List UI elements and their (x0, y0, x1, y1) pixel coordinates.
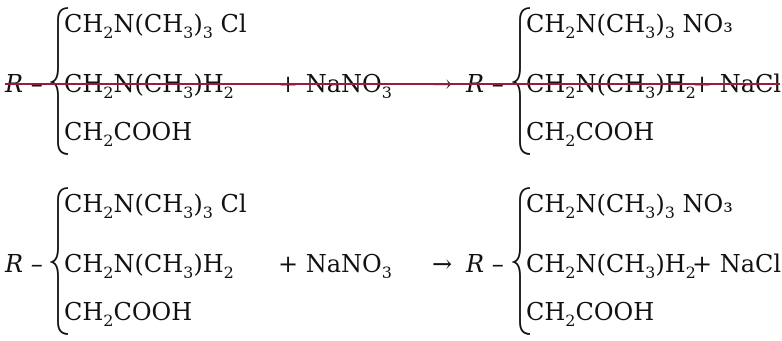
reagent-label: + NaNO3 (278, 250, 392, 282)
right-brace-icon (512, 187, 531, 335)
lhs-row-2: CH2N(CH3)H2 (64, 70, 234, 102)
reaction-arrow: → (432, 250, 453, 278)
right-brace-icon (512, 7, 531, 155)
lhs-row-1: CH2N(CH3)3 Cl (64, 10, 247, 42)
lhs-row-1: CH2N(CH3)3 Cl (64, 190, 247, 222)
lhs-row-3: CH2COOH (64, 298, 193, 330)
left-brace-icon (50, 187, 69, 335)
rhs-prefix: R – (466, 250, 504, 278)
rhs-row-2: CH2N(CH3)H2 (526, 70, 696, 102)
rhs-row-1: CH2N(CH3)3 NO₃ (526, 10, 733, 42)
strikethrough-line (5, 83, 780, 85)
equation-clean: R – CH2N(CH3)3 Cl CH2N(CH3)H2 CH2COOH + … (0, 180, 782, 340)
reagent-label: + NaNO3 (278, 70, 392, 102)
lhs-row-2: CH2N(CH3)H2 (64, 250, 234, 282)
lhs-row-3: CH2COOH (64, 118, 193, 150)
rhs-row-1: CH2N(CH3)3 NO₃ (526, 190, 733, 222)
lhs-prefix: R – (5, 250, 43, 278)
product-label: + NaCl (692, 250, 782, 278)
rhs-row-3: CH2COOH (526, 118, 655, 150)
equation-struck: R – CH2N(CH3)3 Cl CH2N(CH3)H2 CH2COOH + … (0, 0, 782, 160)
rhs-row-3: CH2COOH (526, 298, 655, 330)
rhs-row-2: CH2N(CH3)H2 (526, 250, 696, 282)
left-brace-icon (50, 7, 69, 155)
